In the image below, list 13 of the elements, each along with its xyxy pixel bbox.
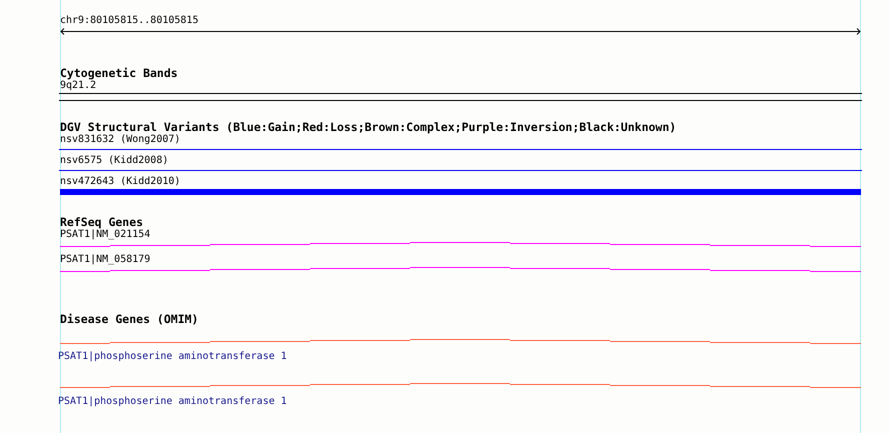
gene-label: PSAT1|NM_058179 [60,254,150,266]
track-title: Cytogenetic Bands [60,67,178,79]
gene-label: PSAT1|NM_021154 [60,229,150,241]
variant-label: nsv6575 (Kidd2008) [60,155,168,167]
variant-label: nsv472643 (Kidd2010) [60,176,180,188]
band-label: 9q21.2 [60,80,96,92]
track-title: Disease Genes (OMIM) [60,313,198,325]
gene-label: PSAT1|phosphoserine aminotransferase 1 [58,396,287,408]
track-title: DGV Structural Variants (Blue:Gain;Red:Loss;Brown:Complex;Purple:Inversion;Black:Unknown) [60,121,676,133]
coordinate-label: chr9:80105815..80105815 [60,15,198,27]
track-title: RefSeq Genes [60,216,144,228]
gene-label: PSAT1|phosphoserine aminotransferase 1 [58,351,287,363]
variant-label: nsv831632 (Wong2007) [60,134,180,146]
